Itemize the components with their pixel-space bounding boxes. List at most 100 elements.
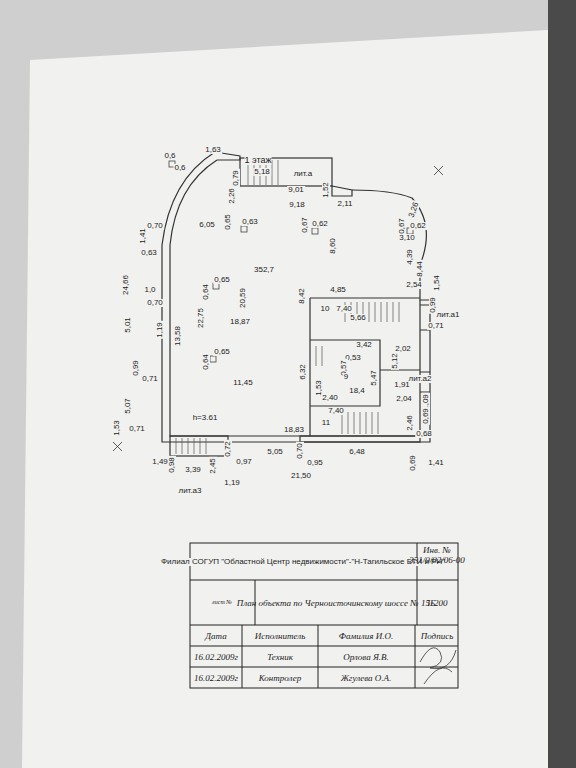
dimension-label: 13,58 xyxy=(174,325,182,347)
dimension-label: 0,6 xyxy=(173,164,186,172)
table-edge xyxy=(548,0,576,768)
dimension-label: 0,65 xyxy=(213,276,231,284)
dimension-label: 2,40 xyxy=(321,394,339,402)
table-cell: Подпись xyxy=(420,632,455,641)
dimension-label: 8,42 xyxy=(298,287,306,305)
dimension-label: лит.а2 xyxy=(407,375,432,383)
dimension-label: 1,41 xyxy=(139,227,147,245)
dimension-label: 2,04 xyxy=(395,395,413,403)
dimension-label: 5,66 xyxy=(349,314,367,322)
dimension-label: 0,70 xyxy=(146,222,164,230)
dimension-label: 9 xyxy=(343,373,349,381)
dimension-label: 4,39 xyxy=(406,248,414,266)
dimension-label: Филиал СОГУП "Областной Центр недвижимос… xyxy=(160,558,446,566)
dimension-label: 0,79 xyxy=(232,169,240,187)
dimension-label: 0,67 xyxy=(301,216,309,234)
stairs xyxy=(176,160,399,454)
dimension-label: 5,01 xyxy=(124,316,132,334)
dimension-label: 0,69 xyxy=(409,454,417,472)
dimension-label: 1,0 xyxy=(143,286,156,294)
dimension-label: 0,64 xyxy=(202,283,210,301)
dimension-label: 8,44 xyxy=(416,260,424,278)
dimension-label: 2,54 xyxy=(405,281,423,289)
dimension-label: 0,69 xyxy=(422,407,430,425)
dimension-label: 3,39 xyxy=(184,466,202,474)
walls xyxy=(162,152,430,456)
dimension-label: 21,50 xyxy=(290,472,312,480)
dimension-label: 9,01 xyxy=(287,186,305,194)
dimension-label: 9,18 xyxy=(288,201,306,209)
dimension-label: 2,26 xyxy=(228,187,236,205)
dimension-label: 1,54 xyxy=(433,274,441,292)
dimension-label: 0,71 xyxy=(141,375,159,383)
table-cell: Исполнитель xyxy=(254,632,306,641)
dimension-label: 0,62 xyxy=(409,222,427,230)
dimension-label: 0,63 xyxy=(140,249,158,257)
dimension-label: 0,71 xyxy=(128,425,146,433)
dimension-label: 3,10 xyxy=(398,234,416,242)
dimension-label: 3,42 xyxy=(355,341,373,349)
dimension-label: 18,87 xyxy=(229,318,251,326)
dimension-label: 1,19 xyxy=(223,479,241,487)
dimension-label: 1,91 xyxy=(393,381,411,389)
dimension-label: 5,12 xyxy=(391,352,399,370)
dimension-label: 10 xyxy=(320,305,331,313)
dimension-label: 5,07 xyxy=(124,397,132,415)
dimension-label: 20,59 xyxy=(239,287,247,309)
dimension-label: 1,52 xyxy=(322,181,330,199)
dimension-label: 18,83 xyxy=(283,426,305,434)
dimension-label: 22,75 xyxy=(197,307,205,329)
dimension-label: 11,45 xyxy=(232,379,253,387)
table-cell: Инв. № xyxy=(361,546,513,555)
dimension-label: 1,63 xyxy=(204,146,222,154)
dimension-label: 6,32 xyxy=(299,363,307,381)
dimension-label: 0,6 xyxy=(163,152,176,160)
dimension-label: 1,41 xyxy=(427,459,445,467)
dimension-label: 5,05 xyxy=(266,448,284,456)
dimension-label: 0,70 xyxy=(146,299,164,307)
dimension-label: 0,62 xyxy=(311,220,329,228)
dimension-label: 24,66 xyxy=(122,274,130,296)
dimension-label: лит.а3 xyxy=(177,487,202,495)
dimension-label: 0,64 xyxy=(202,353,210,371)
dimension-label: 5,18 xyxy=(253,168,271,176)
dimension-label: 1,19 xyxy=(156,321,164,339)
dimension-label: 0,70 xyxy=(296,442,304,460)
dimension-label: 0,67 xyxy=(398,217,406,235)
dimension-label: 11 xyxy=(321,419,331,427)
table-cell: План объекта по Черноисточинскому шоссе … xyxy=(236,599,436,608)
table-cell: Фамилия И.О. xyxy=(338,632,394,641)
paper-sheet xyxy=(22,30,560,768)
table-cell: 331/0/02/06-00 xyxy=(408,556,466,565)
dimension-label: 7,40 xyxy=(327,407,345,415)
table-cell: 16.02.2009г xyxy=(193,674,239,683)
table-cell: Контролер xyxy=(258,674,303,683)
dimension-label: 0,97 xyxy=(235,458,253,466)
dimension-label: 0,65 xyxy=(224,213,232,231)
dimension-label: 8,60 xyxy=(329,237,337,255)
dimension-label: 6,05 xyxy=(198,221,216,229)
dimension-label: 0,65 xyxy=(213,348,231,356)
table-cell: Жгулева О.А. xyxy=(340,674,393,683)
floor-heading: 1 этаж xyxy=(245,155,272,165)
dimension-label: лит.а xyxy=(293,170,314,178)
dimension-label: 18,4 xyxy=(348,387,366,395)
signature xyxy=(420,648,456,684)
table-cell: Орлова Я.В. xyxy=(342,653,390,662)
table-cell: Дата xyxy=(204,632,227,641)
dimension-label: 7,40 xyxy=(335,305,353,313)
table-cell: 1:200 xyxy=(361,599,513,608)
table-cell: 16.02.2009г xyxy=(193,653,239,662)
table-cell: Техник xyxy=(266,653,294,662)
dimension-label: 352,7 xyxy=(253,266,275,274)
dimension-label: 0,95 xyxy=(306,459,324,467)
dimension-label: 0,72 xyxy=(224,440,232,458)
axis-marks xyxy=(113,166,443,451)
dimension-label: 0,63 xyxy=(241,218,259,226)
dimension-label: 1,53 xyxy=(113,419,121,437)
dimension-label: 4,85 xyxy=(329,286,347,294)
dimension-label: 0,99 xyxy=(132,359,140,377)
dimension-label: h=3.61 xyxy=(192,414,219,422)
columns xyxy=(169,161,413,362)
